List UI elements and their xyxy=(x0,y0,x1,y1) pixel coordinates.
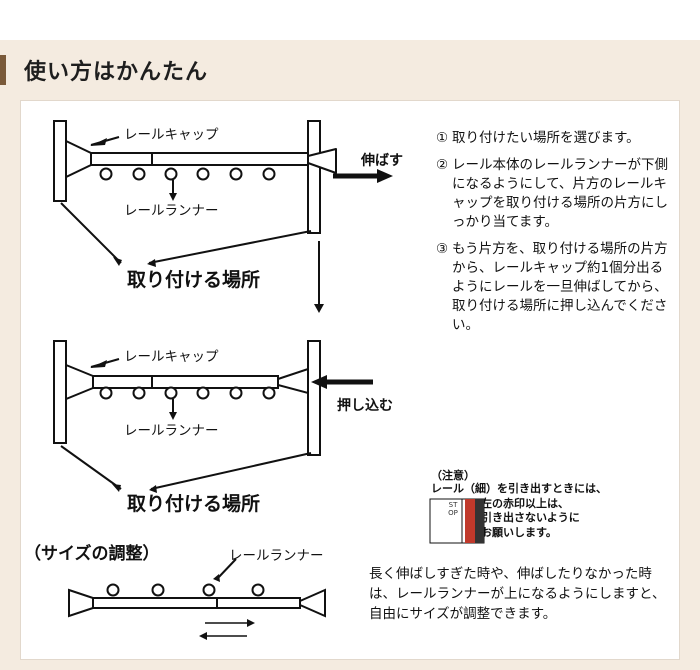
right-wall xyxy=(307,120,321,234)
title-accent-bar xyxy=(0,55,6,85)
label-size-adjust: （サイズの調整） xyxy=(24,544,160,564)
label-rail-runner-mid: レールランナー xyxy=(124,423,219,439)
caution-text: レール（細）を引き出すときには、 左の赤印以上は、 引き出さないように お願いし… xyxy=(431,482,631,540)
caution-line-4: お願いします。 xyxy=(481,525,557,539)
rail-cap-left xyxy=(65,139,92,179)
label-rail-runner-top: レールランナー xyxy=(124,203,219,219)
step-item: ③ もう片方を、取り付ける場所の片方から、レールキャップ約1個分出るようにレール… xyxy=(436,240,676,335)
step-item: ① 取り付けたい場所を選びます。 xyxy=(436,129,676,148)
step-number: ① xyxy=(436,130,449,146)
step-number: ② xyxy=(436,157,449,173)
caution-line-3: 引き出さないように xyxy=(481,511,580,524)
left-wall xyxy=(53,120,67,202)
step-number: ③ xyxy=(436,241,449,257)
step-text: もう片方を、取り付ける場所の片方から、レールキャップ約1個分出るようにレールを一… xyxy=(452,241,668,333)
size-adjust-note: 長く伸ばしすぎた時や、伸ばしたりなかった時は、レールランナーが上になるようにしま… xyxy=(369,566,666,622)
label-rail-runner-bottom: レールランナー xyxy=(229,548,324,564)
label-rail-cap-mid: レールキャップ xyxy=(124,349,219,365)
rail-body xyxy=(90,152,309,166)
step-item: ② レール本体のレールランナーが下側になるようにして、片方のレールキャップを取り… xyxy=(436,156,676,232)
top-band xyxy=(0,0,700,40)
page-title: 使い方はかんたん xyxy=(24,60,209,85)
stop-marker-illustration xyxy=(429,498,485,544)
red-stop-mark xyxy=(465,499,475,543)
instruction-panel: レールキャップ レールランナー 取り付ける場所 伸ばす レールキャップ レールラ… xyxy=(20,100,680,660)
step-text: 取り付けたい場所を選びます。 xyxy=(452,130,640,146)
label-mount-place-top: 取り付ける場所 xyxy=(127,269,261,291)
caution-title: （注意） xyxy=(431,469,475,482)
step-text: レール本体のレールランナーが下側になるようにして、片方のレールキャップを取り付け… xyxy=(452,157,668,230)
stop-label: STOP xyxy=(448,501,458,517)
label-push-in: 押し込む xyxy=(337,398,393,414)
caution-line-2: 左の赤印以上は、 xyxy=(481,496,569,510)
label-stretch: 伸ばす xyxy=(361,153,403,169)
label-rail-cap-top: レールキャップ xyxy=(124,127,219,143)
installation-diagram xyxy=(53,120,393,640)
step-list: ① 取り付けたい場所を選びます。 ② レール本体のレールランナーが下側になるよう… xyxy=(436,129,676,343)
label-mount-place-mid: 取り付ける場所 xyxy=(127,493,261,515)
caution-line-1: レール（細）を引き出すときには、 xyxy=(431,482,607,495)
rail-cap-right xyxy=(307,148,337,174)
